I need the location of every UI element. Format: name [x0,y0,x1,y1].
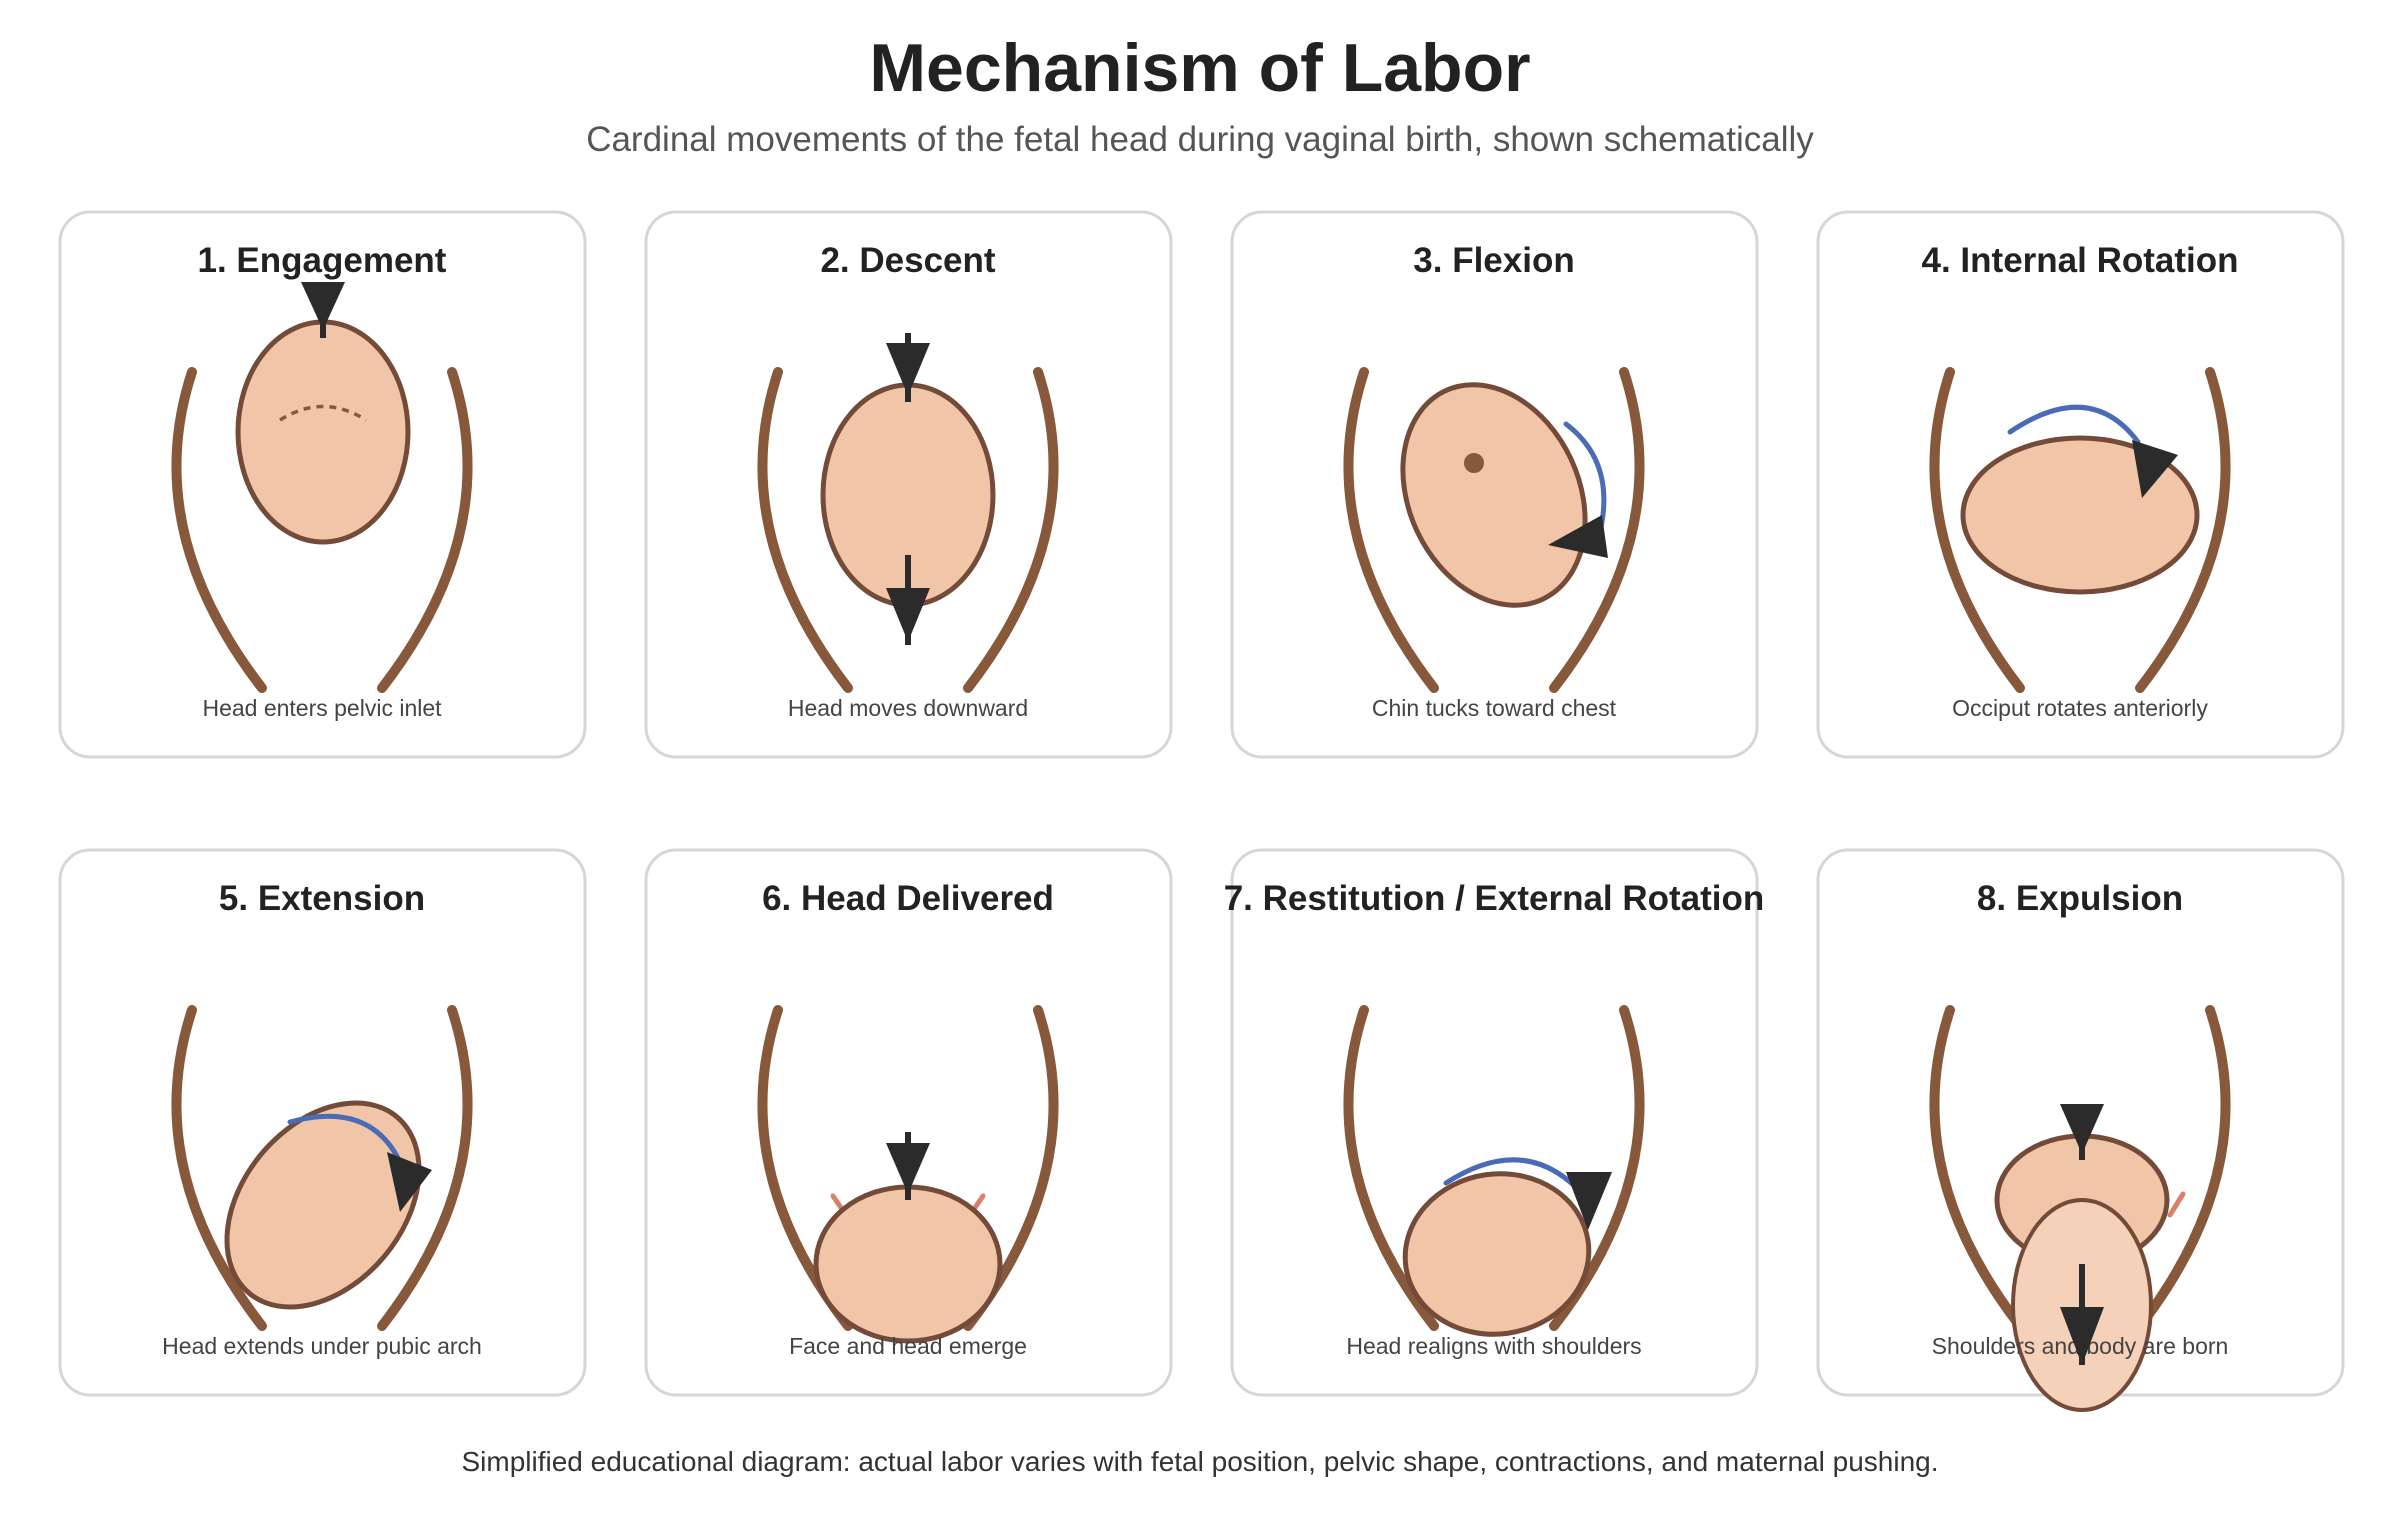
panel-internal-rotation: 4. Internal Rotation Occiput rotates ant… [1816,210,2345,759]
panel-descent: 2. Descent Head moves downward [644,210,1173,759]
down-arrow-icon [301,282,345,338]
pelvis-left-wall [171,1005,267,1331]
arrow-head [2060,1307,2104,1365]
down-arrow-icon [886,555,930,645]
arrow-head [886,1143,930,1194]
arrow-head [301,282,345,330]
arrow-head [387,1152,432,1212]
panel-title: 4. Internal Rotation [1922,241,2239,280]
panel-caption: Head extends under pubic arch [162,1333,482,1359]
down-arrow-icon [2060,1264,2104,1365]
rotation-arc-arrow-icon [2007,404,2178,498]
panel-caption: Face and head emerge [789,1333,1027,1359]
pelvis-left-wall [1343,367,1439,693]
pelvis-left-wall [171,367,267,693]
panel-caption: Occiput rotates anteriorly [1952,695,2208,721]
extension-arc-arrow-icon [287,1113,432,1212]
panel-title: 1. Engagement [198,241,447,280]
down-arrow-icon [2060,1104,2104,1160]
page-subtitle: Cardinal movements of the fetal head dur… [586,120,1814,159]
panel-title: 2. Descent [820,241,995,280]
panel-extension: 5. Extension Head extends under pubic ar… [58,848,587,1397]
arrow-head [1566,1172,1612,1230]
pelvis-left-wall [1929,367,2025,693]
fetal-head [224,1100,422,1310]
pelvis-left-wall [1929,1005,2025,1331]
fetal-head [1400,382,1588,608]
rotation-arc [1563,421,1607,535]
pelvis-left-wall [1343,1005,1439,1331]
down-arrow-icon [886,1132,930,1200]
pelvis-right-wall [377,1005,473,1331]
arrow-head [886,588,930,642]
panel-frame [644,848,1173,1397]
rotation-arc [287,1113,403,1165]
arrow-head [2060,1104,2104,1154]
panel-title: 6. Head Delivered [762,879,1054,918]
panel-title: 7. Restitution / External Rotation [1224,879,1765,918]
panel-expulsion: 8. Expulsion Shoulders and body are born [1816,848,2345,1412]
sagittal-suture [279,404,367,422]
fetal-head [235,319,411,545]
panel-caption: Head enters pelvic inlet [202,695,442,721]
panel-title: 5. Extension [219,879,425,918]
panel-title: 3. Flexion [1413,241,1574,280]
panel-title: 8. Expulsion [1977,879,2183,918]
panel-flexion: 3. Flexion Chin tucks toward chest [1230,210,1759,759]
down-arrow-icon [886,333,930,402]
pelvis-right-wall [963,367,1059,693]
page-title: Mechanism of Labor [869,30,1531,106]
restitution-arc-arrow-icon [1443,1157,1612,1230]
pelvis-right-wall [1549,367,1645,693]
fetal-head [1402,1171,1592,1337]
perineum-right [2167,1191,2186,1218]
pelvis-right-wall [377,367,473,693]
fontanelle-dot [1464,453,1484,473]
panel-restitution: 7. Restitution / External Rotation Head … [1224,848,1765,1397]
arrow-head [2132,440,2178,498]
pelvis-left-wall [757,367,853,693]
panel-head-delivered: 6. Head Delivered Face and head emerge [644,848,1173,1397]
pelvis-right-wall [2135,1005,2231,1331]
rotation-arc [2007,404,2141,445]
arrow-head [886,343,930,396]
arrow-head [1548,515,1608,558]
fetal-head [813,1184,1003,1344]
footnote: Simplified educational diagram: actual l… [461,1446,1939,1477]
panel-frame [1230,848,1759,1397]
pelvis-right-wall [2135,367,2231,693]
panel-caption: Chin tucks toward chest [1372,695,1617,721]
panel-engagement: 1. Engagement Head enters pelvic inlet [58,210,587,759]
flexion-arc-arrow-icon [1548,421,1608,558]
panel-caption: Head moves downward [788,695,1028,721]
panel-caption: Head realigns with shoulders [1346,1333,1641,1359]
